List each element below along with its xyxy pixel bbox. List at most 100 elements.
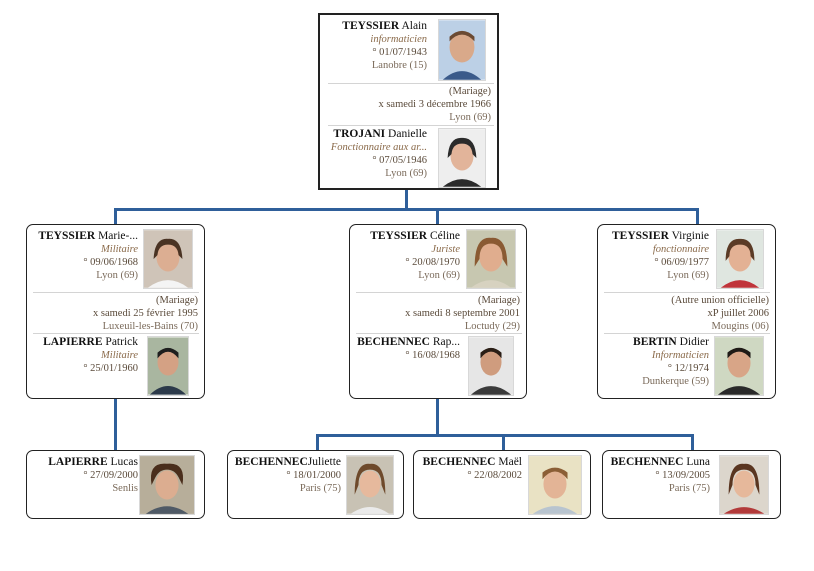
gc4-birth: ° 13/09/2005 (655, 470, 710, 481)
child1-separator-2 (33, 333, 199, 334)
child1-given-name: Marie-... (98, 230, 138, 242)
spouse3-job: Informaticien (651, 350, 709, 361)
husband-job: informaticien (370, 34, 427, 45)
child3-info: TEYSSIER Virginie fonctionnaire ° 06/09/… (539, 229, 709, 282)
child3-surname: TEYSSIER (612, 230, 669, 242)
connector-gc3-down (502, 434, 505, 451)
child3-separator-2 (604, 333, 770, 334)
child3-place: Lyon (69) (667, 270, 709, 281)
wife-birth: ° 07/05/1946 (372, 155, 427, 166)
husband-photo[interactable] (438, 19, 486, 81)
root-marriage-place: Lyon (69) (449, 112, 491, 123)
grandchild-card-mael[interactable]: BECHENNEC Maël ° 22/08/2002 (413, 450, 591, 519)
spouse1-given-name: Patrick (105, 336, 138, 348)
gc1-surname: LAPIERRE (48, 456, 108, 468)
connector-lapierre-down (114, 399, 117, 451)
child-card-virginie[interactable]: TEYSSIER Virginie fonctionnaire ° 06/09/… (597, 224, 776, 399)
gc4-info: BECHENNEC Luna ° 13/09/2005 Paris (75) (540, 455, 710, 495)
wife-surname: TROJANI (333, 128, 386, 140)
gc1-given-name: Lucas (110, 456, 138, 468)
root-separator-1 (328, 83, 494, 84)
spouse1-photo[interactable] (147, 336, 189, 396)
child-card-marie[interactable]: TEYSSIER Marie-... Militaire ° 09/06/196… (26, 224, 205, 399)
child1-photo[interactable] (143, 229, 193, 289)
connector-bechennec-down (436, 399, 439, 436)
child1-union-date: x samedi 25 février 1995 (93, 308, 198, 319)
gc3-birth: ° 22/08/2002 (467, 470, 522, 481)
child2-surname: TEYSSIER (370, 230, 428, 242)
spouse2-photo[interactable] (468, 336, 514, 396)
child3-job: fonctionnaire (652, 244, 709, 255)
wife-job: Fonctionnaire aux ar... (330, 142, 427, 153)
child1-union-label: (Mariage) (156, 295, 198, 306)
gc2-photo[interactable] (346, 455, 394, 515)
spouse1-surname: LAPIERRE (43, 336, 103, 348)
gc1-birth: ° 27/09/2000 (83, 470, 138, 481)
child3-union-label: (Autre union officielle) (671, 295, 769, 306)
spouse2-surname: BECHENNEC (357, 336, 430, 348)
connector-child2-down (436, 208, 439, 225)
gc4-photo[interactable] (719, 455, 769, 515)
connector-gc4-down (691, 434, 694, 451)
spouse1-job: Militaire (101, 350, 138, 361)
child-card-celine[interactable]: TEYSSIER Céline Juriste ° 20/08/1970 Lyo… (349, 224, 527, 399)
child1-union: (Mariage) x samedi 25 février 1995 Luxeu… (28, 294, 198, 333)
wife-given-name: Danielle (388, 128, 427, 140)
child2-union: (Mariage) x samedi 8 septembre 2001 Loct… (350, 294, 520, 333)
gc1-info: LAPIERRE Lucas ° 27/09/2000 Senlis (0, 455, 138, 495)
husband-place: Lanobre (15) (371, 60, 427, 71)
connector-child1-down (114, 208, 117, 225)
gc4-given-name: Luna (686, 456, 710, 468)
child2-photo[interactable] (466, 229, 516, 289)
root-marriage: (Mariage) x samedi 3 décembre 1966 Lyon … (321, 85, 491, 124)
connector-child3-down (696, 208, 699, 225)
root-marriage-date: x samedi 3 décembre 1966 (378, 99, 491, 110)
connector-root-down (405, 189, 408, 209)
gc3-photo[interactable] (528, 455, 582, 515)
root-marriage-label: (Mariage) (449, 86, 491, 97)
wife-photo[interactable] (438, 128, 486, 188)
child2-info: TEYSSIER Céline Juriste ° 20/08/1970 Lyo… (290, 229, 460, 282)
grandchild-card-luna[interactable]: BECHENNEC Luna ° 13/09/2005 Paris (75) (602, 450, 781, 519)
child2-union-label: (Mariage) (478, 295, 520, 306)
spouse1-birth: ° 25/01/1960 (83, 363, 138, 374)
gc3-given-name: Maël (498, 456, 522, 468)
child3-given-name: Virginie (671, 230, 709, 242)
spouse2-birth: ° 16/08/1968 (405, 350, 460, 361)
grandchild-card-juliette[interactable]: BECHENNECJuliette ° 18/01/2000 Paris (75… (227, 450, 404, 519)
spouse3-surname: BERTIN (633, 336, 677, 348)
husband-info: TEYSSIER Alain informaticien ° 01/07/194… (257, 19, 427, 72)
child3-birth: ° 06/09/1977 (654, 257, 709, 268)
spouse3-info: BERTIN Didier Informaticien ° 12/1974 Du… (539, 335, 709, 388)
gc1-place: Senlis (112, 483, 138, 494)
child3-separator-1 (604, 292, 770, 293)
child2-separator-2 (356, 333, 522, 334)
gc4-place: Paris (75) (668, 483, 710, 494)
root-couple-card[interactable]: TEYSSIER Alain informaticien ° 01/07/194… (318, 13, 499, 190)
gc2-info: BECHENNECJuliette ° 18/01/2000 Paris (75… (171, 455, 341, 495)
spouse2-given-name: Rap... (432, 336, 460, 348)
grandchild-card-lucas[interactable]: LAPIERRE Lucas ° 27/09/2000 Senlis (26, 450, 205, 519)
gc2-place: Paris (75) (299, 483, 341, 494)
spouse3-birth: ° 12/1974 (667, 363, 709, 374)
husband-given-name: Alain (401, 20, 427, 32)
child2-job: Juriste (431, 244, 460, 255)
connector-children-bar (114, 208, 699, 211)
gc3-info: BECHENNEC Maël ° 22/08/2002 (352, 455, 522, 482)
root-separator-2 (328, 125, 494, 126)
spouse3-photo[interactable] (714, 336, 764, 396)
child1-job: Militaire (101, 244, 138, 255)
gc4-surname: BECHENNEC (610, 456, 684, 468)
husband-surname: TEYSSIER (342, 20, 400, 32)
spouse3-given-name: Didier (679, 336, 709, 348)
child2-separator-1 (356, 292, 522, 293)
child1-separator-1 (33, 292, 199, 293)
child3-photo[interactable] (716, 229, 764, 289)
connector-gc2-down (316, 434, 319, 451)
spouse3-place: Dunkerque (59) (642, 376, 709, 387)
gc2-birth: ° 18/01/2000 (286, 470, 341, 481)
gc1-photo[interactable] (139, 455, 195, 515)
gc2-surname: BECHENNEC (234, 456, 308, 468)
child1-union-place: Luxeuil-les-Bains (70) (102, 321, 198, 332)
child3-union: (Autre union officielle) xP juillet 2006… (599, 294, 769, 333)
